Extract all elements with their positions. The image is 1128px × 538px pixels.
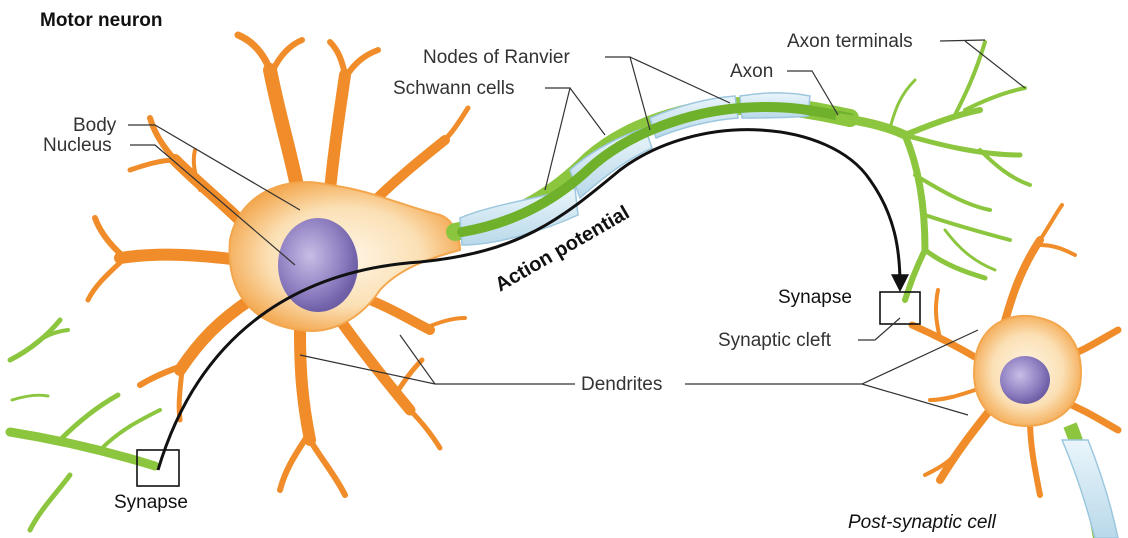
label-axon-terminals: Axon terminals: [787, 31, 913, 52]
label-nodes-of-ranvier: Nodes of Ranvier: [423, 47, 570, 68]
label-synapse-left: Synapse: [114, 492, 188, 513]
label-post-synaptic-cell: Post-synaptic cell: [848, 512, 997, 533]
post-synaptic-axon: [1062, 425, 1118, 538]
label-synaptic-cleft: Synaptic cleft: [718, 330, 832, 351]
label-dendrites: Dendrites: [581, 374, 662, 395]
synapse-box-right: [880, 292, 920, 324]
label-axon: Axon: [730, 61, 773, 82]
label-body: Body: [73, 115, 117, 136]
axon-terminal-branches: [840, 42, 1030, 300]
label-schwann-cells: Schwann cells: [393, 78, 514, 99]
post-synaptic-nucleus: [1000, 356, 1050, 404]
label-nucleus: Nucleus: [43, 135, 112, 156]
diagram-title: Motor neuron: [40, 10, 162, 31]
label-synapse-right: Synapse: [778, 287, 852, 308]
axon-inner: [462, 107, 850, 232]
